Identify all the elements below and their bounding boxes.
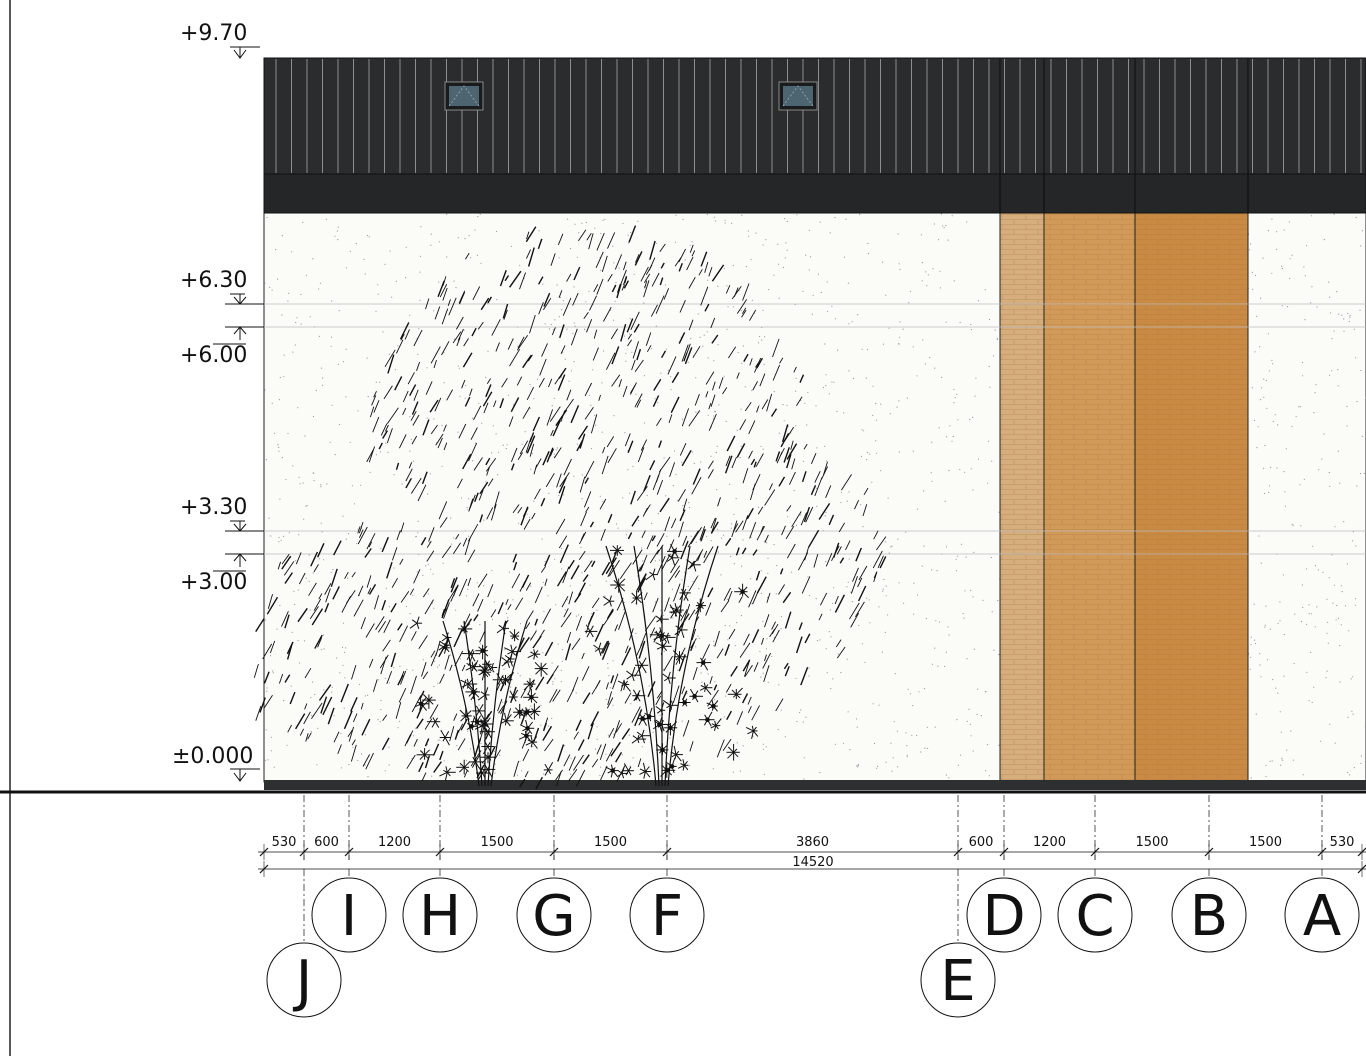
tree-hatching: [253, 225, 887, 790]
grid-axis-label: J: [293, 949, 313, 1014]
grid-axis-e: E: [920, 942, 996, 1018]
dimension-segment-label: 1200: [1033, 835, 1066, 850]
level-label: ±0.000: [172, 744, 253, 769]
level-label: +3.00: [180, 570, 247, 595]
grid-axis-label: D: [982, 884, 1025, 949]
dimension-segment-label: 3860: [796, 835, 829, 850]
grid-axis-label: A: [1303, 884, 1341, 949]
roof-vertical-dividers: [999, 58, 1249, 213]
level-marker-0-000: ±0.000: [172, 744, 260, 782]
dimension-segment-label: 600: [314, 835, 339, 850]
grid-axis-label: I: [341, 884, 358, 949]
level-label: +3.30: [180, 495, 247, 520]
plinth: [264, 780, 1366, 790]
grid-axis-g: G: [516, 877, 592, 953]
level-marker-3-00: +3.00: [180, 553, 264, 595]
roof: [263, 57, 1366, 175]
dimension-segment-label: 1500: [480, 835, 513, 850]
grid-axis-a: A: [1284, 877, 1360, 953]
roof-fascia: [263, 173, 1366, 214]
level-label: +6.00: [180, 343, 247, 368]
grid-axis-j: J: [266, 942, 342, 1018]
grid-axis-d: D: [966, 877, 1042, 953]
dimension-segment-label: 1500: [1249, 835, 1282, 850]
grid-axis-h: H: [402, 877, 478, 953]
dimension-segment-label: 600: [969, 835, 994, 850]
shrubs: [409, 544, 759, 787]
dimension-segment-label: 1200: [378, 835, 411, 850]
grid-axis-f: F: [629, 877, 705, 953]
grid-axis-label: E: [940, 949, 975, 1014]
level-marker-9-70: +9.70: [180, 21, 260, 59]
grid-axis-b: B: [1171, 877, 1247, 953]
level-label: +6.30: [180, 268, 247, 293]
roof-standing-seams: [275, 59, 1362, 173]
roof-window-2: [778, 81, 818, 111]
dimension-chain: 530 600 1200 1500 1500 3860 600 1200 1500 1500 530…: [258, 795, 1366, 877]
grid-axis-label: G: [532, 884, 575, 949]
grid-axis-label: B: [1190, 884, 1228, 949]
floor-level-lines: [264, 303, 1366, 555]
dimension-segment-label: 1500: [1135, 835, 1168, 850]
level-label: +9.70: [180, 21, 247, 46]
level-marker-6-30: +6.30: [180, 268, 264, 305]
dimension-total-label: 14520: [792, 855, 833, 870]
dimension-segment-label: 530: [1330, 835, 1355, 850]
grid-axis-i: I: [311, 877, 387, 953]
level-marker-3-30: +3.30: [180, 495, 264, 532]
grid-axis-c: C: [1057, 877, 1133, 953]
grid-axis-label: C: [1075, 884, 1114, 949]
plaster-texture: [264, 213, 1366, 780]
grid-axis-label: F: [651, 884, 683, 949]
dimension-segment-label: 530: [272, 835, 297, 850]
level-marker-6-00: +6.00: [180, 326, 264, 368]
roof-window-1: [444, 81, 484, 111]
dimension-segment-label: 1500: [594, 835, 627, 850]
grid-axis-label: H: [419, 884, 461, 949]
